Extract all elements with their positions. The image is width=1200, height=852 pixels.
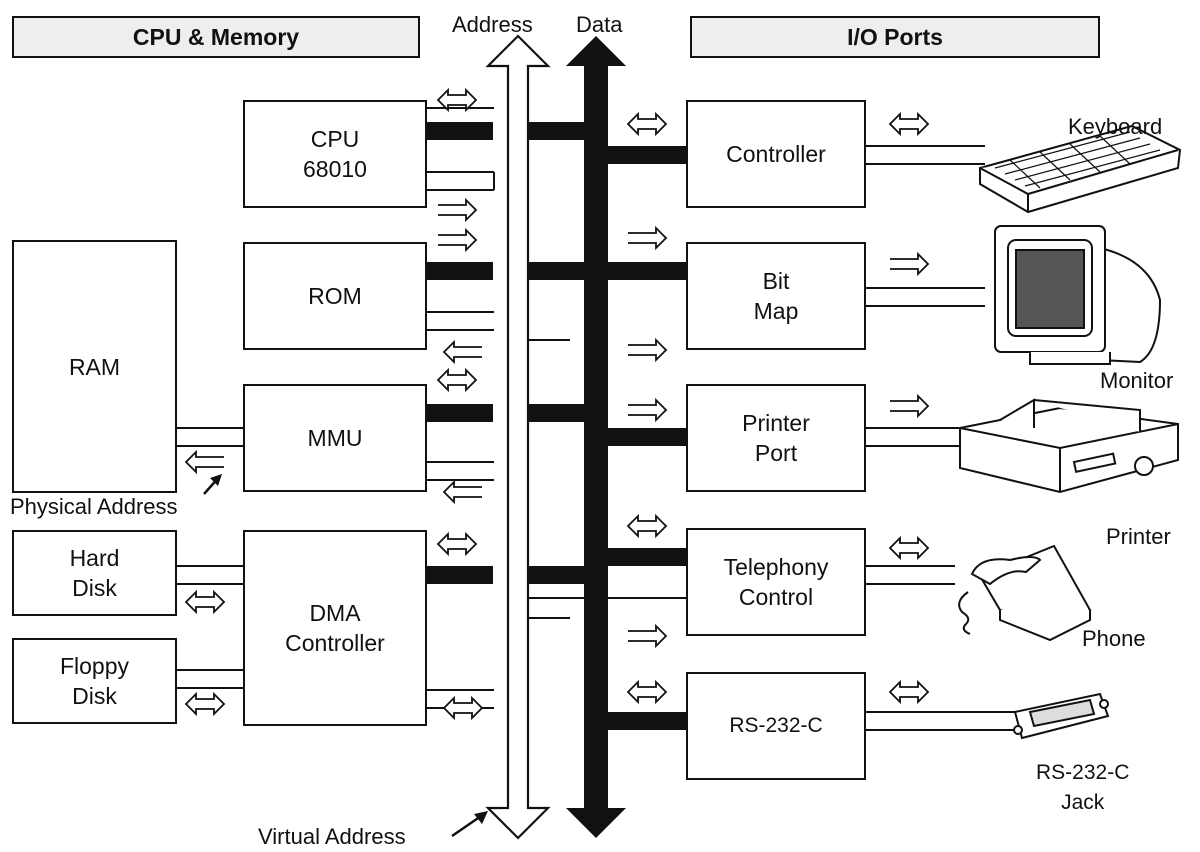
double-arrow-icon [627, 113, 667, 135]
double-arrow-icon [889, 537, 929, 559]
cpu-memory-header: CPU & Memory [12, 16, 420, 58]
printer-port-box: Printer Port [686, 384, 866, 492]
keyboard-label: Keyboard [1068, 114, 1163, 139]
double-arrow-icon [437, 533, 477, 555]
single-arrow-icon [443, 341, 483, 363]
physical-address-label: Physical Address [10, 494, 178, 519]
mmu-box: MMU [243, 384, 427, 492]
double-arrow-icon [627, 681, 667, 703]
single-arrow-icon [185, 451, 225, 473]
single-arrow-icon [437, 229, 477, 251]
single-arrow-icon [889, 253, 929, 275]
double-arrow-icon [889, 113, 929, 135]
double-arrow-icon [627, 515, 667, 537]
double-arrow-icon [185, 693, 225, 715]
rs232-box: RS-232-C [686, 672, 866, 780]
hard-disk-box: Hard Disk [12, 530, 177, 616]
phone-label: Phone [1082, 626, 1146, 651]
single-arrow-icon [627, 227, 667, 249]
address-bus-label: Address [452, 12, 533, 37]
single-arrow-icon [889, 395, 929, 417]
phone-icon [958, 544, 1092, 642]
telephony-control-box: Telephony Control [686, 528, 866, 636]
dma-controller-box: DMA Controller [243, 530, 427, 726]
double-arrow-icon [889, 681, 929, 703]
keyboard-icon [979, 124, 1182, 214]
double-arrow-icon [443, 697, 483, 719]
printer-label: Printer [1106, 524, 1171, 549]
double-arrow-icon [185, 591, 225, 613]
double-arrow-icon [437, 369, 477, 391]
address-bus [485, 34, 551, 840]
single-arrow-icon [627, 625, 667, 647]
bitmap-box: Bit Map [686, 242, 866, 350]
rs232-jack-icon [1013, 692, 1110, 740]
floppy-disk-box: Floppy Disk [12, 638, 177, 724]
single-arrow-icon [627, 399, 667, 421]
monitor-label: Monitor [1100, 368, 1174, 393]
printer-icon [959, 398, 1179, 494]
monitor-icon [994, 225, 1162, 365]
rom-box: ROM [243, 242, 427, 350]
ram-box: RAM [12, 240, 177, 493]
controller-box: Controller [686, 100, 866, 208]
single-arrow-icon [443, 481, 483, 503]
cpu-box: CPU 68010 [243, 100, 427, 208]
data-bus [566, 36, 626, 838]
single-arrow-icon [437, 199, 477, 221]
single-arrow-icon [627, 339, 667, 361]
io-ports-header: I/O Ports [690, 16, 1100, 58]
rs232-jack-label: RS-232-C Jack [1036, 761, 1130, 814]
virtual-address-label: Virtual Address [258, 824, 406, 849]
data-bus-label: Data [576, 12, 623, 37]
